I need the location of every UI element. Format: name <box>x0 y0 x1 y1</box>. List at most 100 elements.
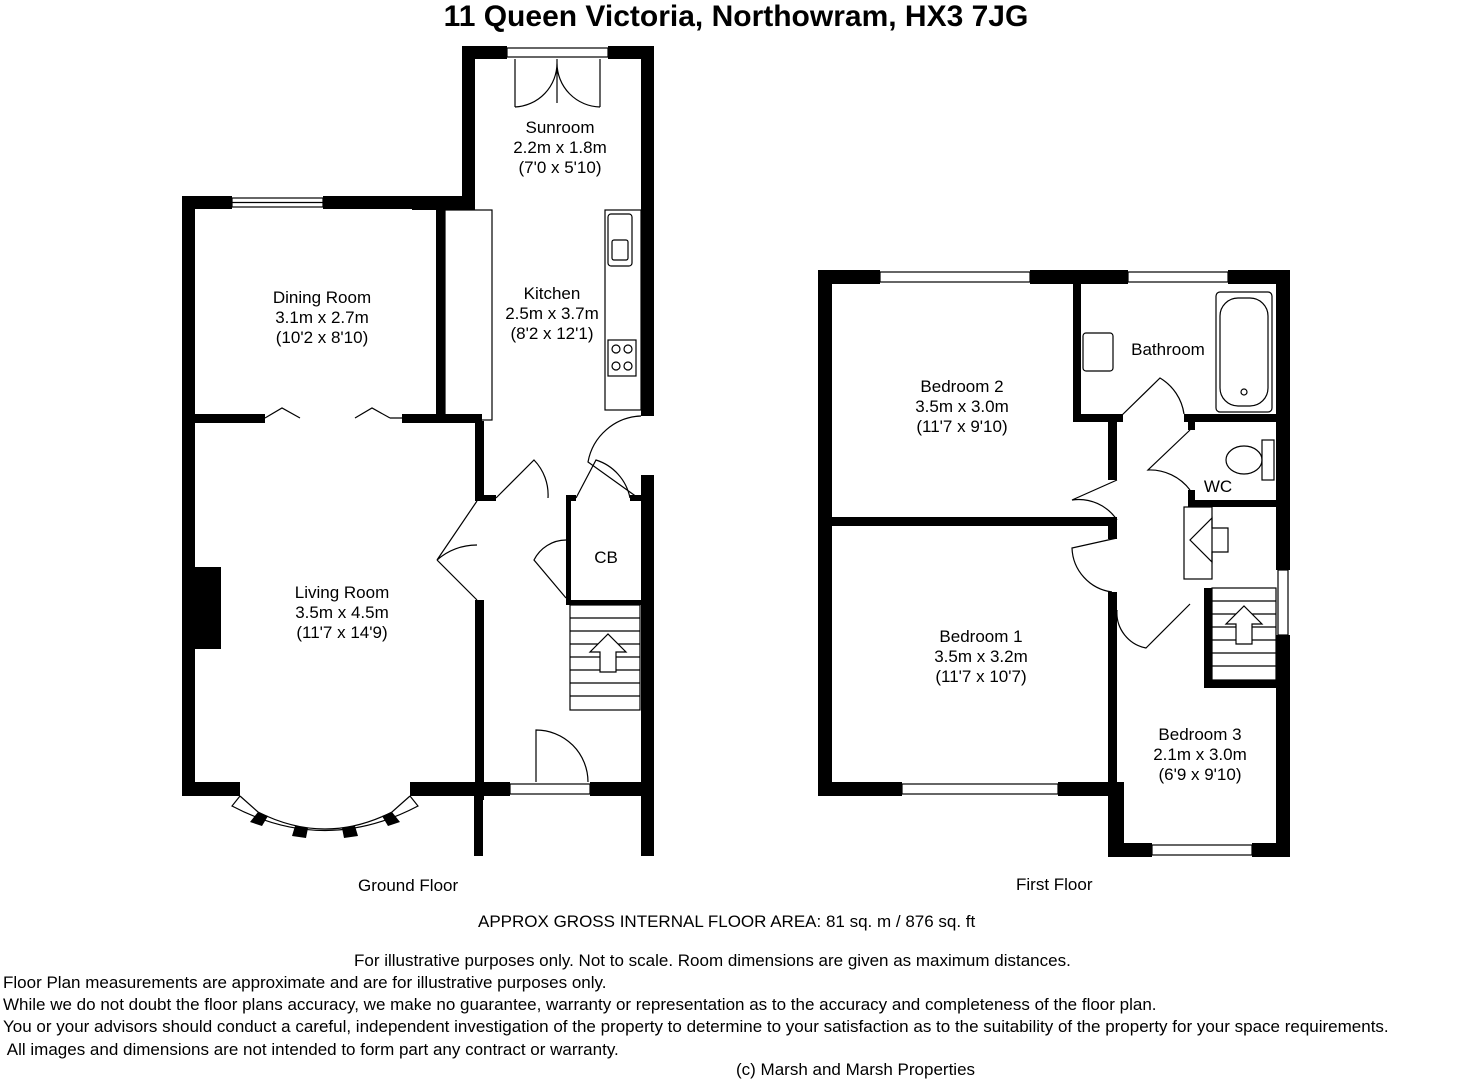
wall-segment <box>630 495 641 501</box>
room-label-kitchen: Kitchen 2.5m x 3.7m (8'2 x 12'1) <box>482 284 622 344</box>
wall-segment <box>436 209 445 421</box>
room-name: Bathroom <box>1131 340 1205 359</box>
ground-floor-label: Ground Floor <box>358 876 459 895</box>
wall-segment <box>475 600 484 800</box>
wall-segment <box>1188 500 1276 507</box>
room-label-bedroom-1: Bedroom 1 3.5m x 3.2m (11'7 x 10'7) <box>901 627 1061 687</box>
stairs-down-arrow-icon <box>1189 516 1229 564</box>
wall-segment <box>1108 843 1152 857</box>
wall-segment <box>484 495 496 501</box>
room-dimensions-imperial: (11'7 x 14'9) <box>296 623 388 642</box>
stairs-up-arrow-icon <box>588 633 628 673</box>
wall-segment <box>1030 270 1128 284</box>
room-name: Living Room <box>294 583 390 602</box>
room-label-wc: WC <box>1198 477 1238 497</box>
room-name: CB <box>594 548 618 567</box>
floor-area-text: APPROX GROSS INTERNAL FLOOR AREA: 81 sq.… <box>478 912 976 931</box>
bay-window <box>239 795 411 830</box>
disclaimer-line: While we do not doubt the floor plans ac… <box>3 995 1157 1014</box>
room-name: Dining Room <box>272 288 372 307</box>
disclaimer-line: For illustrative purposes only. Not to s… <box>354 951 1071 970</box>
wall-segment <box>1228 270 1290 284</box>
room-label-living-room: Living Room 3.5m x 4.5m (11'7 x 14'9) <box>262 583 422 643</box>
fireplace <box>195 567 221 649</box>
wall-segment <box>1108 592 1117 792</box>
bay-window-mullions <box>250 812 400 838</box>
room-dimensions-imperial: (11'7 x 10'7) <box>935 667 1027 686</box>
window <box>506 47 609 58</box>
wall-segment <box>182 782 240 796</box>
room-dimensions-imperial: (6'9 x 9'10) <box>1158 765 1242 784</box>
sink-icon <box>607 213 633 267</box>
room-dimensions-metric: 2.1m x 3.0m <box>1153 745 1247 764</box>
wall-segment <box>1108 782 1124 857</box>
wall-segment <box>410 782 510 796</box>
cb-door <box>575 459 631 499</box>
wall-segment <box>323 196 413 209</box>
wall-segment <box>474 796 483 856</box>
room-name: WC <box>1203 477 1233 496</box>
wall-segment <box>1184 414 1276 422</box>
wall-segment <box>1188 422 1195 430</box>
window <box>1127 271 1229 283</box>
wall-segment <box>1108 420 1117 480</box>
toilet-icon <box>1261 439 1275 481</box>
room-name: Sunroom <box>525 118 595 137</box>
room-label-bedroom-3: Bedroom 3 2.1m x 3.0m (6'9 x 9'10) <box>1140 725 1260 785</box>
wall-segment <box>832 517 1117 526</box>
wall-segment <box>641 475 654 856</box>
copyright-text: (c) Marsh and Marsh Properties <box>736 1060 976 1079</box>
wall-segment <box>1073 414 1123 422</box>
room-dimensions-imperial: (7'0 x 5'10) <box>518 158 602 177</box>
bifold-door <box>264 407 402 419</box>
wall-segment <box>641 46 654 416</box>
basin-icon <box>1082 332 1114 372</box>
hob-icon <box>607 339 637 377</box>
wall-segment <box>195 414 265 423</box>
disclaimer-line: Floor Plan measurements are approximate … <box>3 973 607 992</box>
disclaimer-line: You or your advisors should conduct a ca… <box>3 1017 1389 1036</box>
wall-segment <box>1252 843 1290 857</box>
wall-segment <box>1204 680 1276 688</box>
room-dimensions-metric: 2.2m x 1.8m <box>513 138 607 157</box>
back-door <box>587 415 642 501</box>
room-dimensions-imperial: (8'2 x 12'1) <box>510 324 594 343</box>
wall-segment <box>818 270 880 284</box>
wall-segment <box>1276 270 1290 570</box>
living-door <box>436 500 478 561</box>
wc-door <box>1146 429 1191 491</box>
room-dimensions-metric: 3.1m x 2.7m <box>275 308 369 327</box>
kitchen-counter <box>604 209 642 411</box>
window <box>1151 844 1253 856</box>
room-label-sunroom: Sunroom 2.2m x 1.8m (7'0 x 5'10) <box>490 118 630 178</box>
room-label-bathroom: Bathroom <box>1118 340 1218 360</box>
wall-segment <box>818 782 902 796</box>
wall-segment <box>402 414 482 423</box>
room-dimensions-imperial: (10'2 x 8'10) <box>275 328 369 347</box>
room-dimensions-metric: 3.5m x 3.2m <box>934 647 1028 666</box>
wall-segment <box>1073 284 1081 420</box>
wall-segment <box>566 501 571 601</box>
window <box>509 783 591 795</box>
wall-segment <box>462 46 507 59</box>
front-door <box>535 729 589 783</box>
cupboard-door <box>533 539 567 599</box>
room-label-dining-room: Dining Room 3.1m x 2.7m (10'2 x 8'10) <box>242 288 402 348</box>
stairs <box>569 604 641 711</box>
window <box>879 271 1031 283</box>
room-label-cb: CB <box>586 548 626 568</box>
wall-segment <box>1108 517 1117 539</box>
first-floor-label: First Floor <box>1016 875 1093 894</box>
room-label-bedroom-2: Bedroom 2 3.5m x 3.0m (11'7 x 9'10) <box>882 377 1042 437</box>
wall-segment <box>1058 782 1124 796</box>
landing-stairs <box>1183 506 1213 580</box>
room-dimensions-imperial: (11'7 x 9'10) <box>916 417 1008 436</box>
wall-segment <box>475 421 484 501</box>
wall-segment <box>462 46 475 210</box>
wall-segment <box>412 196 475 210</box>
french-door <box>514 59 601 108</box>
room-dimensions-metric: 2.5m x 3.7m <box>505 304 599 323</box>
bedroom3-door <box>1116 603 1191 649</box>
room-dimensions-metric: 3.5m x 4.5m <box>295 603 389 622</box>
